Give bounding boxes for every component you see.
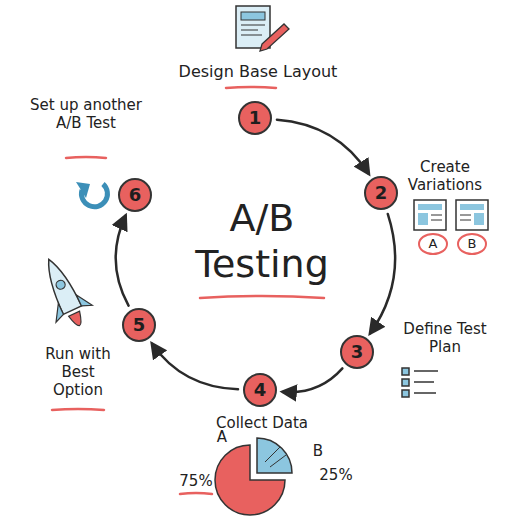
step-number: 1	[237, 100, 273, 136]
step-number: 3	[339, 334, 375, 370]
step-label: 25%	[314, 466, 358, 484]
step-label: B	[308, 442, 328, 460]
step-number: 4	[242, 372, 278, 408]
step-label: Create Variations	[395, 158, 495, 194]
step-label: Run with Best Option	[35, 345, 121, 399]
step-number: 2	[363, 175, 399, 211]
flow-arrow	[283, 368, 342, 392]
step-label: 75%	[174, 472, 218, 490]
step-label: Define Test Plan	[395, 320, 495, 356]
step-label: B	[460, 236, 484, 252]
flow-arrow	[277, 120, 369, 174]
flow-arrow	[370, 214, 395, 333]
flow-arrow	[116, 216, 129, 306]
variation-pages	[414, 200, 488, 254]
step-label: A	[421, 236, 445, 252]
step-circle: 6	[117, 177, 153, 213]
checklist-icon	[402, 368, 438, 397]
layout-sketch	[236, 6, 289, 51]
pie-chart	[215, 438, 292, 515]
step-circle: 4	[242, 372, 278, 408]
flow-arrow	[152, 344, 238, 389]
step-circle: 3	[339, 334, 375, 370]
repeat-icon	[76, 182, 107, 207]
step-label: Design Base Layout	[158, 62, 358, 81]
step-number: 6	[117, 177, 153, 213]
step-circle: 5	[121, 307, 157, 343]
step-label: A	[212, 428, 232, 446]
step-number: 5	[121, 307, 157, 343]
step-circle: 2	[363, 175, 399, 211]
step-label: Collect Data	[197, 414, 327, 432]
step-label: Set up another A/B Test	[24, 96, 148, 132]
rocket	[31, 251, 98, 334]
step-circle: 1	[237, 100, 273, 136]
diagram-title: A/B Testing	[182, 196, 342, 287]
underline-strokes	[52, 87, 324, 494]
